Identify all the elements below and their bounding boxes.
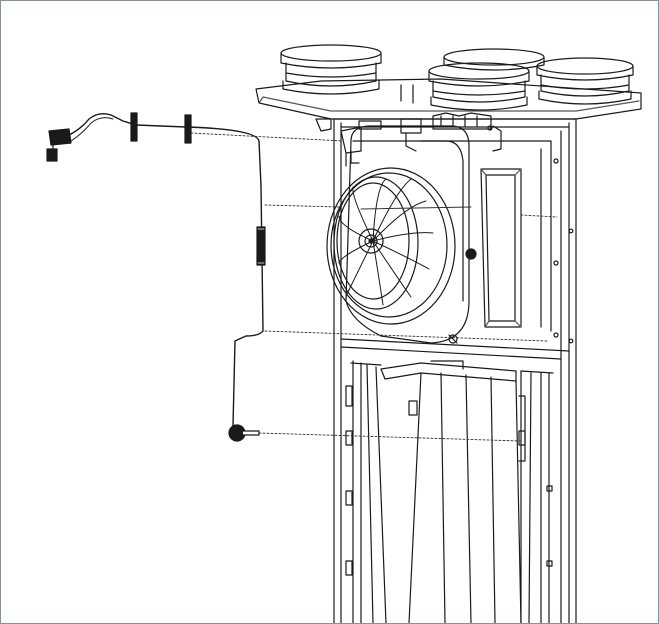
filter-slot: [480, 168, 522, 328]
top-plate: [255, 78, 642, 120]
duct-spigot-1: [280, 44, 382, 95]
duct-spigot-3: [428, 62, 530, 111]
heat-exchanger-section: [345, 360, 554, 623]
control-bracket: [315, 112, 502, 167]
leader-line-3: [264, 330, 548, 342]
fan-impeller-outer: [326, 167, 456, 325]
duct-spigots: [255, 44, 642, 120]
leader-line-4: [258, 432, 522, 442]
cable-tie-2: [184, 114, 192, 144]
cabinet-body: [333, 118, 577, 623]
fan-hub: [358, 228, 384, 254]
fan-assembly: [326, 125, 477, 344]
cable-harness: [46, 112, 266, 442]
duct-spigot-4: [536, 57, 634, 105]
duct-spigot-2: [443, 48, 545, 71]
fan-blades: [338, 178, 434, 306]
leader-line-1: [190, 132, 344, 142]
leader-lines: [190, 132, 558, 442]
leader-line-2: [264, 204, 340, 208]
cable-tie-1: [130, 112, 138, 142]
cable-sleeve: [256, 226, 266, 266]
temperature-sensor: [228, 424, 260, 442]
harness-connector-plug: [48, 128, 72, 146]
fan-housing: [345, 125, 470, 344]
